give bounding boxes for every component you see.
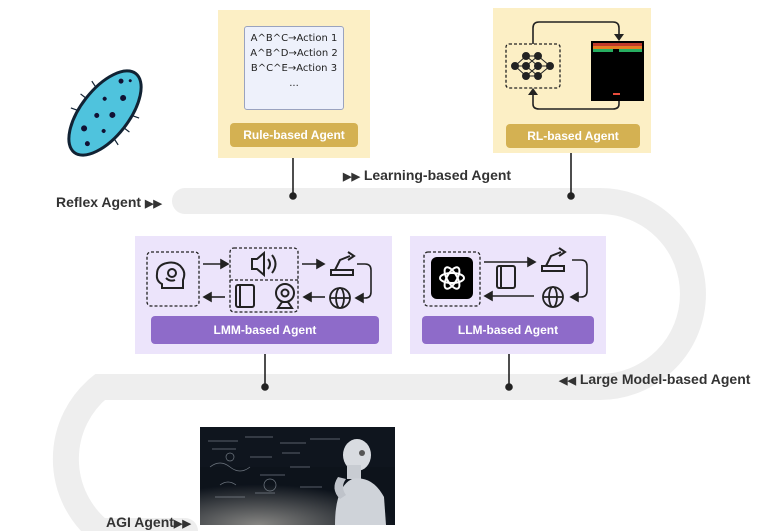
book-icon [235,284,255,308]
stage-label-agi: AGI Agent▶▶ [106,514,191,530]
globe-icon [542,286,564,308]
stage-label-reflex: Reflex Agent ▶▶ [56,194,162,210]
fast-forward-icon: ▶▶ [173,518,191,530]
fast-forward-icon: ▶▶ [144,198,162,210]
rewind-icon: ◀◀ [559,375,576,387]
lmm-based-agent-button: LMM-based Agent [151,316,379,344]
stage-label-text: Learning-based Agent [363,167,512,183]
rule-line: ... [289,78,299,89]
llm-based-agent-button: LLM-based Agent [422,316,594,344]
rule-line: A^B^D→Action 2 [250,48,338,59]
openai-logo-icon [431,257,473,299]
globe-icon [329,287,351,309]
rule-list: A^B^C→Action 1 A^B^D→Action 2 B^C^E→Acti… [244,26,344,110]
stage-label-text: AGI Agent [106,514,174,530]
lmm-pipeline [146,247,372,313]
game-screen-icon [591,41,644,101]
llm-pipeline [423,247,588,308]
robot-arm-icon [330,251,356,276]
stage-label-text: Reflex Agent [56,194,142,210]
neural-network-icon [505,43,561,89]
rl-loop-diagram [505,21,644,110]
rl-based-agent-button: RL-based Agent [506,124,640,148]
stage-label-text: Large Model-based Agent [579,371,751,387]
rule-line: A^B^C→Action 1 [250,33,338,44]
stage-label-large-model: ◀◀ Large Model-based Agent [559,371,750,387]
robot-arm-icon [541,247,567,272]
rule-based-agent-button: Rule-based Agent [230,123,358,147]
fast-forward-icon: ▶▶ [343,171,360,183]
agi-robot-image [200,427,395,525]
stage-label-learning: ▶▶ Learning-based Agent [343,167,511,183]
bacterium-icon [67,69,143,157]
book-icon [496,265,516,289]
webcam-icon [275,283,295,309]
brain-icon [155,261,186,289]
speaker-icon [251,250,277,278]
rule-line: B^C^E→Action 3 [250,63,338,74]
